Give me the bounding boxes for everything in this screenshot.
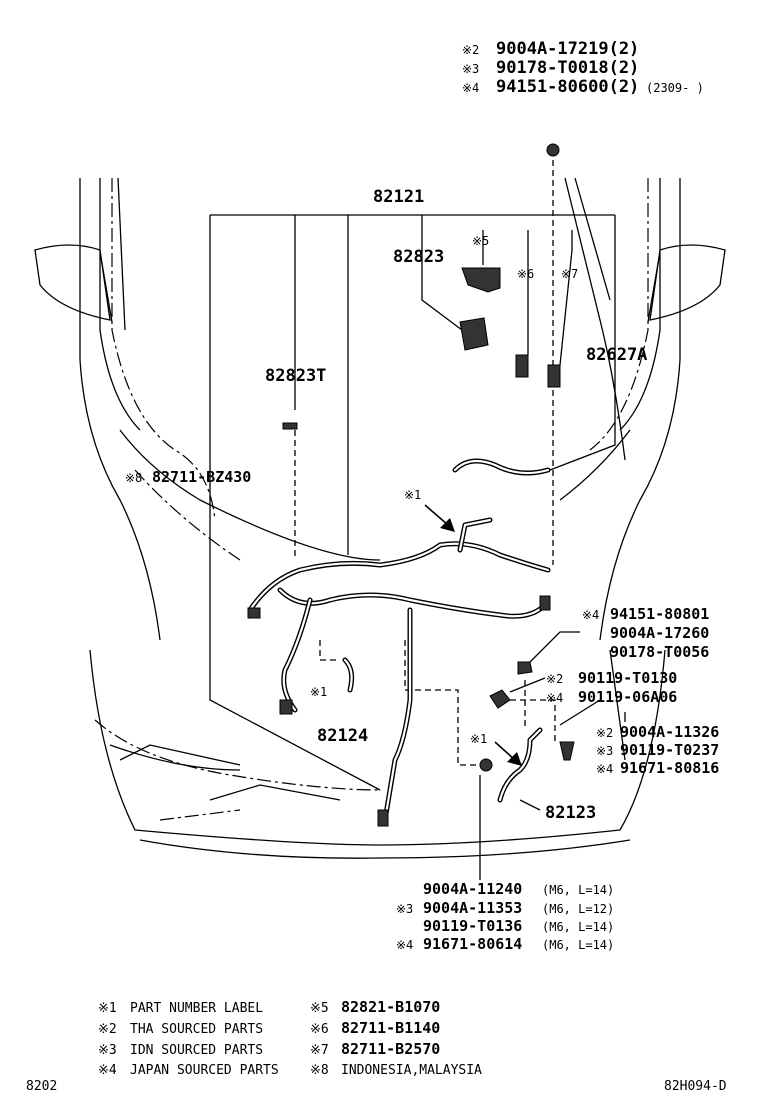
bg-note-3: (M6, L=14) — [542, 920, 614, 934]
rg1-part-3: 90178-T0056 — [610, 643, 709, 661]
bg-part-3: 90119-T0136 — [423, 917, 522, 935]
legend-right-text-3: 82711-B2570 — [341, 1040, 440, 1058]
right-callout-group-2: ※2 90119-T0130 ※4 90119-06A06 — [546, 669, 677, 706]
mark-1-c: ※1 — [470, 732, 487, 746]
rg2-part-2: 90119-06A06 — [578, 688, 677, 706]
vehicle-body-outline — [34, 177, 726, 859]
legend-right-mark-4: ※8 — [310, 1063, 329, 1078]
legend-right-text-2: 82711-B1140 — [341, 1019, 440, 1037]
rg3-part-3: 91671-80816 — [620, 759, 719, 777]
callout-leaders — [479, 631, 626, 880]
legend-right: ※5 82821-B1070 ※6 82711-B1140 ※7 82711-B… — [310, 998, 482, 1078]
mark-5: ※5 — [472, 234, 489, 248]
footer-right-code: 82H094-D — [664, 1079, 727, 1094]
legend-left: ※1 PART NUMBER LABEL ※2 THA SOURCED PART… — [98, 1001, 279, 1078]
rg3-part-2: 90119-T0237 — [620, 741, 719, 759]
label-82123: 82123 — [545, 803, 596, 823]
legend-right-text-4: INDONESIA,MALAYSIA — [341, 1063, 482, 1078]
legend-right-mark-2: ※6 — [310, 1022, 329, 1037]
mark-6: ※6 — [517, 267, 534, 281]
bg-part-4: 91671-80614 — [423, 935, 522, 953]
top-bolt-callout: ※2 9004A-17219(2) ※3 90178-T0018(2) ※4 9… — [462, 39, 704, 97]
rg2-mark-2: ※4 — [546, 691, 563, 705]
connector-parts — [282, 143, 575, 772]
top-bolt-mark-3: ※4 — [462, 81, 479, 95]
label-82124: 82124 — [317, 726, 368, 746]
bg-part-1: 9004A-11240 — [423, 880, 522, 898]
rg1-part-1: 94151-80801 — [610, 605, 709, 623]
legend-left-mark-1: ※1 — [98, 1001, 117, 1016]
legend-right-mark-3: ※7 — [310, 1043, 329, 1058]
harness-82121-bracket — [209, 214, 616, 791]
right-callout-group-3: ※2 9004A-11326 ※3 90119-T0237 ※4 91671-8… — [596, 723, 719, 777]
top-bolt-mark-2: ※3 — [462, 62, 479, 76]
mark-1-a: ※1 — [404, 488, 421, 502]
label-82121: 82121 — [373, 187, 424, 207]
bg-note-2: (M6, L=12) — [542, 902, 614, 916]
label-82711: ※8 82711-BZ430 — [125, 468, 251, 486]
rg1-mark-1: ※4 — [582, 608, 599, 622]
rg3-mark-1: ※2 — [596, 726, 613, 740]
top-bolt-note-3: (2309- ) — [646, 81, 704, 95]
legend-left-mark-2: ※2 — [98, 1022, 117, 1037]
bg-note-4: (M6, L=14) — [542, 938, 614, 952]
top-bolt-part-3: 94151-80600(2) — [496, 77, 639, 97]
mark-7: ※7 — [561, 267, 578, 281]
rg2-mark-1: ※2 — [546, 672, 563, 686]
top-bolt-part-2: 90178-T0018(2) — [496, 58, 639, 78]
top-bolt-mark-1: ※2 — [462, 43, 479, 57]
rg3-mark-2: ※3 — [596, 744, 613, 758]
label-82627A: 82627A — [586, 345, 647, 365]
rg1-part-2: 9004A-17260 — [610, 624, 709, 642]
label-82823: 82823 — [393, 247, 444, 267]
legend-left-text-3: IDN SOURCED PARTS — [130, 1043, 263, 1058]
wire-harness-main — [247, 458, 551, 827]
legend-left-mark-3: ※3 — [98, 1043, 117, 1058]
legend-left-mark-4: ※4 — [98, 1063, 117, 1078]
footer-left-code: 8202 — [26, 1079, 57, 1094]
legend-left-text-2: THA SOURCED PARTS — [130, 1022, 263, 1037]
rg3-mark-3: ※4 — [596, 762, 613, 776]
label-arrows — [424, 504, 522, 766]
bg-mark-2: ※3 — [396, 902, 413, 916]
bottom-callout-group: 9004A-11240 (M6, L=14) ※3 9004A-11353 (M… — [396, 880, 614, 953]
right-callout-group-1: ※4 94151-80801 9004A-17260 90178-T0056 — [582, 605, 709, 661]
rg2-part-1: 90119-T0130 — [578, 669, 677, 687]
bg-note-1: (M6, L=14) — [542, 883, 614, 897]
legend-right-mark-1: ※5 — [310, 1001, 329, 1016]
dashed-leaders — [294, 150, 556, 766]
legend-left-text-1: PART NUMBER LABEL — [130, 1001, 263, 1016]
label-82711-part: 82711-BZ430 — [152, 468, 251, 486]
bg-part-2: 9004A-11353 — [423, 899, 522, 917]
bg-mark-4: ※4 — [396, 938, 413, 952]
rg3-part-1: 9004A-11326 — [620, 723, 719, 741]
mark-1-b: ※1 — [310, 685, 327, 699]
label-82711-mark: ※8 — [125, 471, 142, 485]
legend-right-text-1: 82821-B1070 — [341, 998, 440, 1016]
legend-left-text-4: JAPAN SOURCED PARTS — [130, 1063, 279, 1078]
top-bolt-part-1: 9004A-17219(2) — [496, 39, 639, 59]
label-82823T: 82823T — [265, 366, 326, 386]
